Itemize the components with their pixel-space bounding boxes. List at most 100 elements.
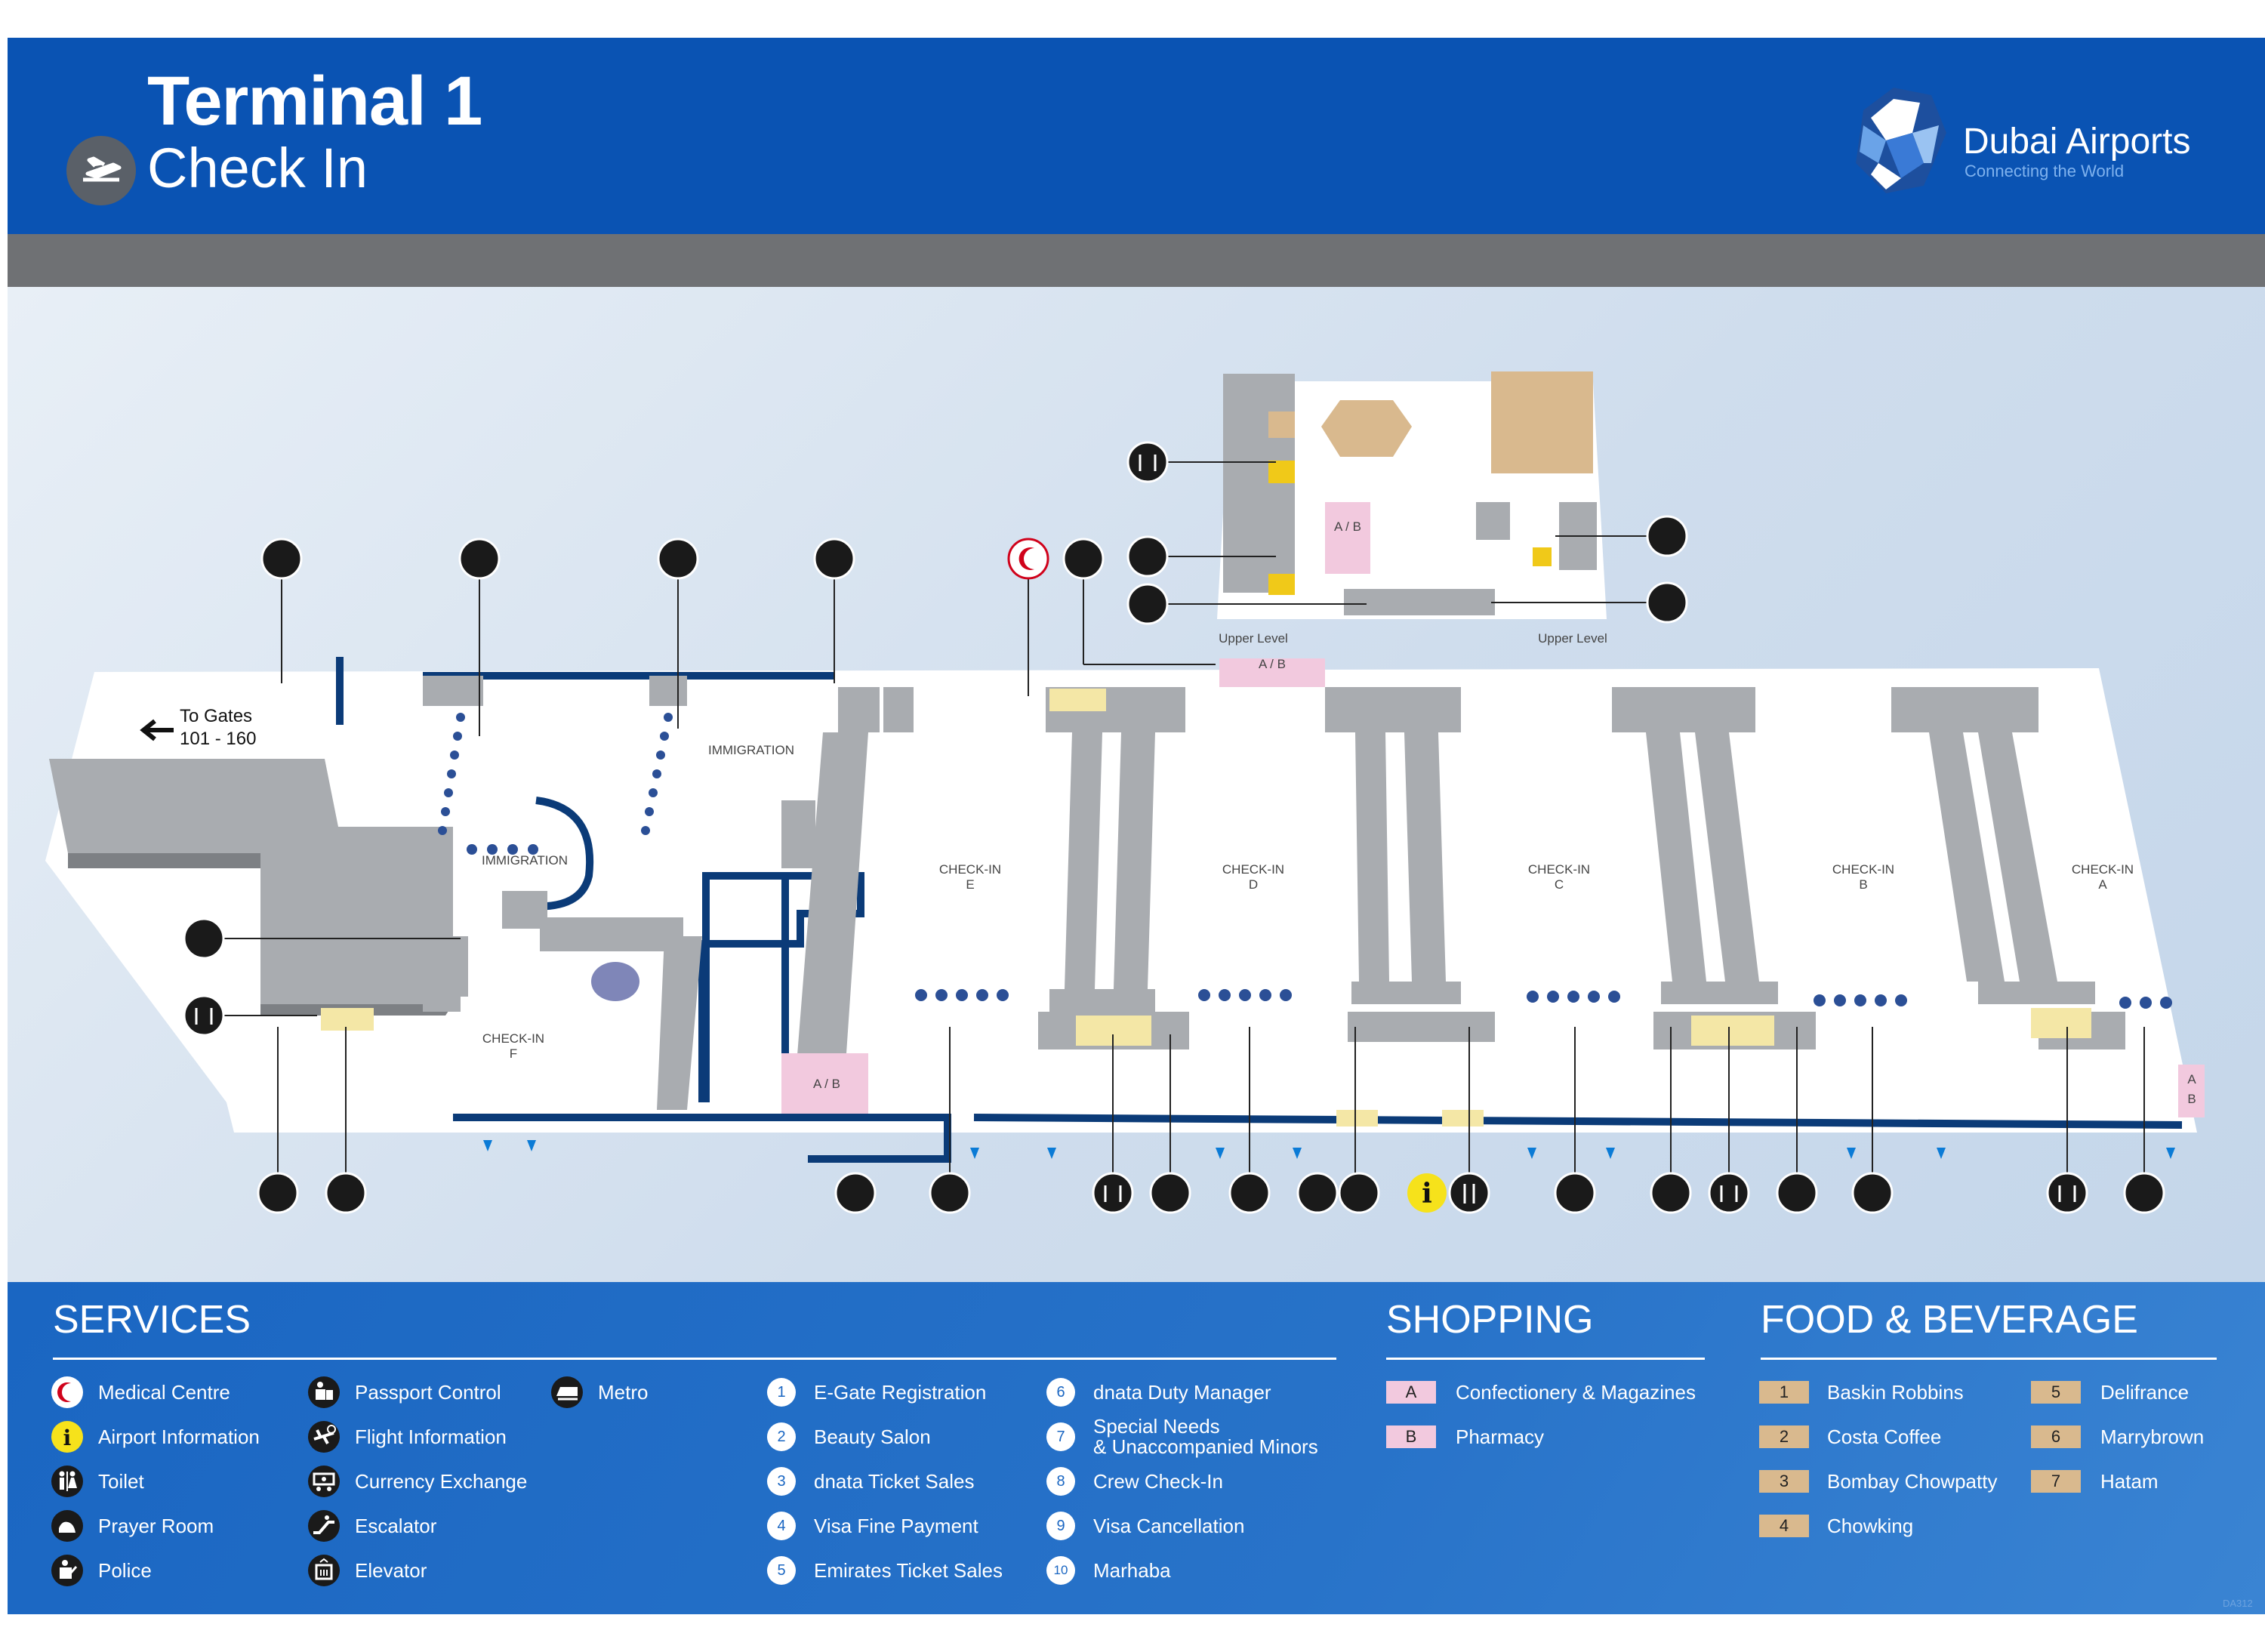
legend-costa-coffee: Costa Coffee <box>1827 1425 1942 1448</box>
ticket-sales-kiosk-3 <box>591 962 639 1001</box>
legend-currency-exchange: Currency Exchange <box>355 1470 528 1493</box>
number-badge: 5 <box>767 1556 796 1585</box>
page-subtitle: Check In <box>147 137 368 199</box>
brand-tagline: Connecting the World <box>1965 162 2125 180</box>
number-badge: 3 <box>767 1467 796 1496</box>
legend-dnata-ticket-sales: dnata Ticket Sales <box>814 1470 975 1493</box>
map-callouts: i <box>183 441 2165 1214</box>
legend-metro: Metro <box>598 1381 649 1404</box>
shop-code-badge: A <box>1386 1381 1436 1404</box>
legend-confectionery-magazines: Confectionery & Magazines <box>1456 1381 1696 1404</box>
legend-delifrance: Delifrance <box>2100 1381 2190 1404</box>
police-icon <box>1851 1172 1894 1214</box>
terminal-floorplan <box>49 371 2205 1178</box>
upper-level-label-right: Upper Level <box>1538 631 1607 646</box>
airport-information-icon: i <box>51 1421 83 1453</box>
legend-dnata-duty-manager: dnata Duty Manager <box>1093 1381 1271 1404</box>
prayer-room-icon <box>325 1172 367 1214</box>
shop-ab-upper: A / B <box>1334 519 1361 534</box>
food-code-badge: 3 <box>1759 1470 1809 1493</box>
flight-information-icon <box>308 1421 340 1453</box>
food-code-badge: 7 <box>2031 1470 2081 1493</box>
legend-marhaba: Marhaba <box>1093 1559 1171 1582</box>
elevator-icon <box>1338 1172 1380 1214</box>
currency-exchange-icon <box>1062 538 1105 580</box>
airport-information-icon <box>1407 1173 1447 1213</box>
legend-beauty-salon: Beauty Salon <box>814 1425 931 1448</box>
shopping-rule <box>1386 1358 1705 1360</box>
currency-exchange-icon <box>1149 1172 1191 1214</box>
number-badge: 8 <box>1046 1467 1075 1496</box>
number-badge: 1 <box>767 1378 796 1407</box>
shop-code-badge: B <box>1386 1425 1436 1448</box>
food-icon <box>1448 1172 1490 1214</box>
toilet-icon <box>51 1466 83 1497</box>
medical-centre-icon <box>1007 538 1049 580</box>
brand-name: Dubai Airports <box>1963 122 2191 162</box>
legend-elevator: Elevator <box>355 1559 427 1582</box>
legend-panel <box>8 1282 2265 1614</box>
food-code-badge: 4 <box>1759 1515 1809 1537</box>
legend-prayer-room: Prayer Room <box>98 1515 214 1537</box>
passport-control-icon <box>813 538 855 580</box>
metro-icon <box>551 1376 583 1408</box>
food-code-badge: 5 <box>2031 1381 2081 1404</box>
food-code-badge: 2 <box>1759 1425 1809 1448</box>
legend-passport-control: Passport Control <box>355 1381 501 1404</box>
prayer-room-icon <box>51 1510 83 1542</box>
legend-police: Police <box>98 1559 152 1582</box>
to-gates-arrow-icon <box>140 719 174 741</box>
legend-special-needs: Special Needs & Unaccompanied Minors <box>1093 1415 1318 1458</box>
shop-ab-zone-f: A / B <box>813 1077 840 1091</box>
legend-medical-centre: Medical Centre <box>98 1381 230 1404</box>
passport-control-icon <box>657 538 699 580</box>
toilet-icon <box>2046 1172 2088 1214</box>
legend-e-gate-registration: E-Gate Registration <box>814 1381 987 1404</box>
services-rule <box>53 1358 1336 1360</box>
legend-visa-cancellation: Visa Cancellation <box>1093 1515 1245 1537</box>
document-code: DA312 <box>2223 1598 2253 1609</box>
legend-airport-information: Airport Information <box>98 1425 260 1448</box>
page-title: Terminal 1 <box>147 63 482 140</box>
legend-emirates-ticket-sales: Emirates Ticket Sales <box>814 1559 1003 1582</box>
elevator-icon <box>260 538 303 580</box>
legend-bombay-chowpatty: Bombay Chowpatty <box>1827 1470 1998 1493</box>
legend-chowking: Chowking <box>1827 1515 1914 1537</box>
currency-exchange-icon <box>1126 535 1169 578</box>
passport-control-icon <box>183 917 225 960</box>
toilet-icon <box>1126 441 1169 483</box>
legend-marrybrown: Marrybrown <box>2100 1425 2205 1448</box>
header-divider-band <box>8 234 2265 287</box>
escalator-icon <box>1126 583 1169 625</box>
metro-icon <box>834 1172 877 1214</box>
legend-escalator: Escalator <box>355 1515 437 1537</box>
currency-exchange-icon <box>1296 1172 1339 1214</box>
toilet-icon <box>1708 1172 1750 1214</box>
prayer-room-icon <box>1646 515 1688 557</box>
passport-control-icon <box>458 538 501 580</box>
legend-toilet: Toilet <box>98 1470 144 1493</box>
number-badge: 10 <box>1046 1556 1075 1585</box>
legend-pharmacy: Pharmacy <box>1456 1425 1545 1448</box>
legend-flight-information: Flight Information <box>355 1425 507 1448</box>
shopping-title: SHOPPING <box>1386 1298 1594 1342</box>
legend-baskin-robbins: Baskin Robbins <box>1827 1381 1964 1404</box>
number-badge: 2 <box>767 1422 796 1451</box>
police-icon <box>1228 1172 1271 1214</box>
number-badge: 7 <box>1046 1422 1075 1451</box>
food-beverage-rule <box>1761 1358 2217 1360</box>
police-icon <box>1650 1172 1692 1214</box>
legend-visa-fine-payment: Visa Fine Payment <box>814 1515 978 1537</box>
shop-a-zone-a: A <box>2187 1072 2196 1086</box>
police-icon <box>929 1172 971 1214</box>
toilet-icon <box>1092 1172 1134 1214</box>
food-code-badge: 6 <box>2031 1425 2081 1448</box>
shop-b-zone-a: B <box>2187 1092 2196 1106</box>
departures-plane-icon <box>66 136 136 205</box>
immigration-label-upper: IMMIGRATION <box>708 743 794 757</box>
elevator-icon <box>308 1555 340 1586</box>
